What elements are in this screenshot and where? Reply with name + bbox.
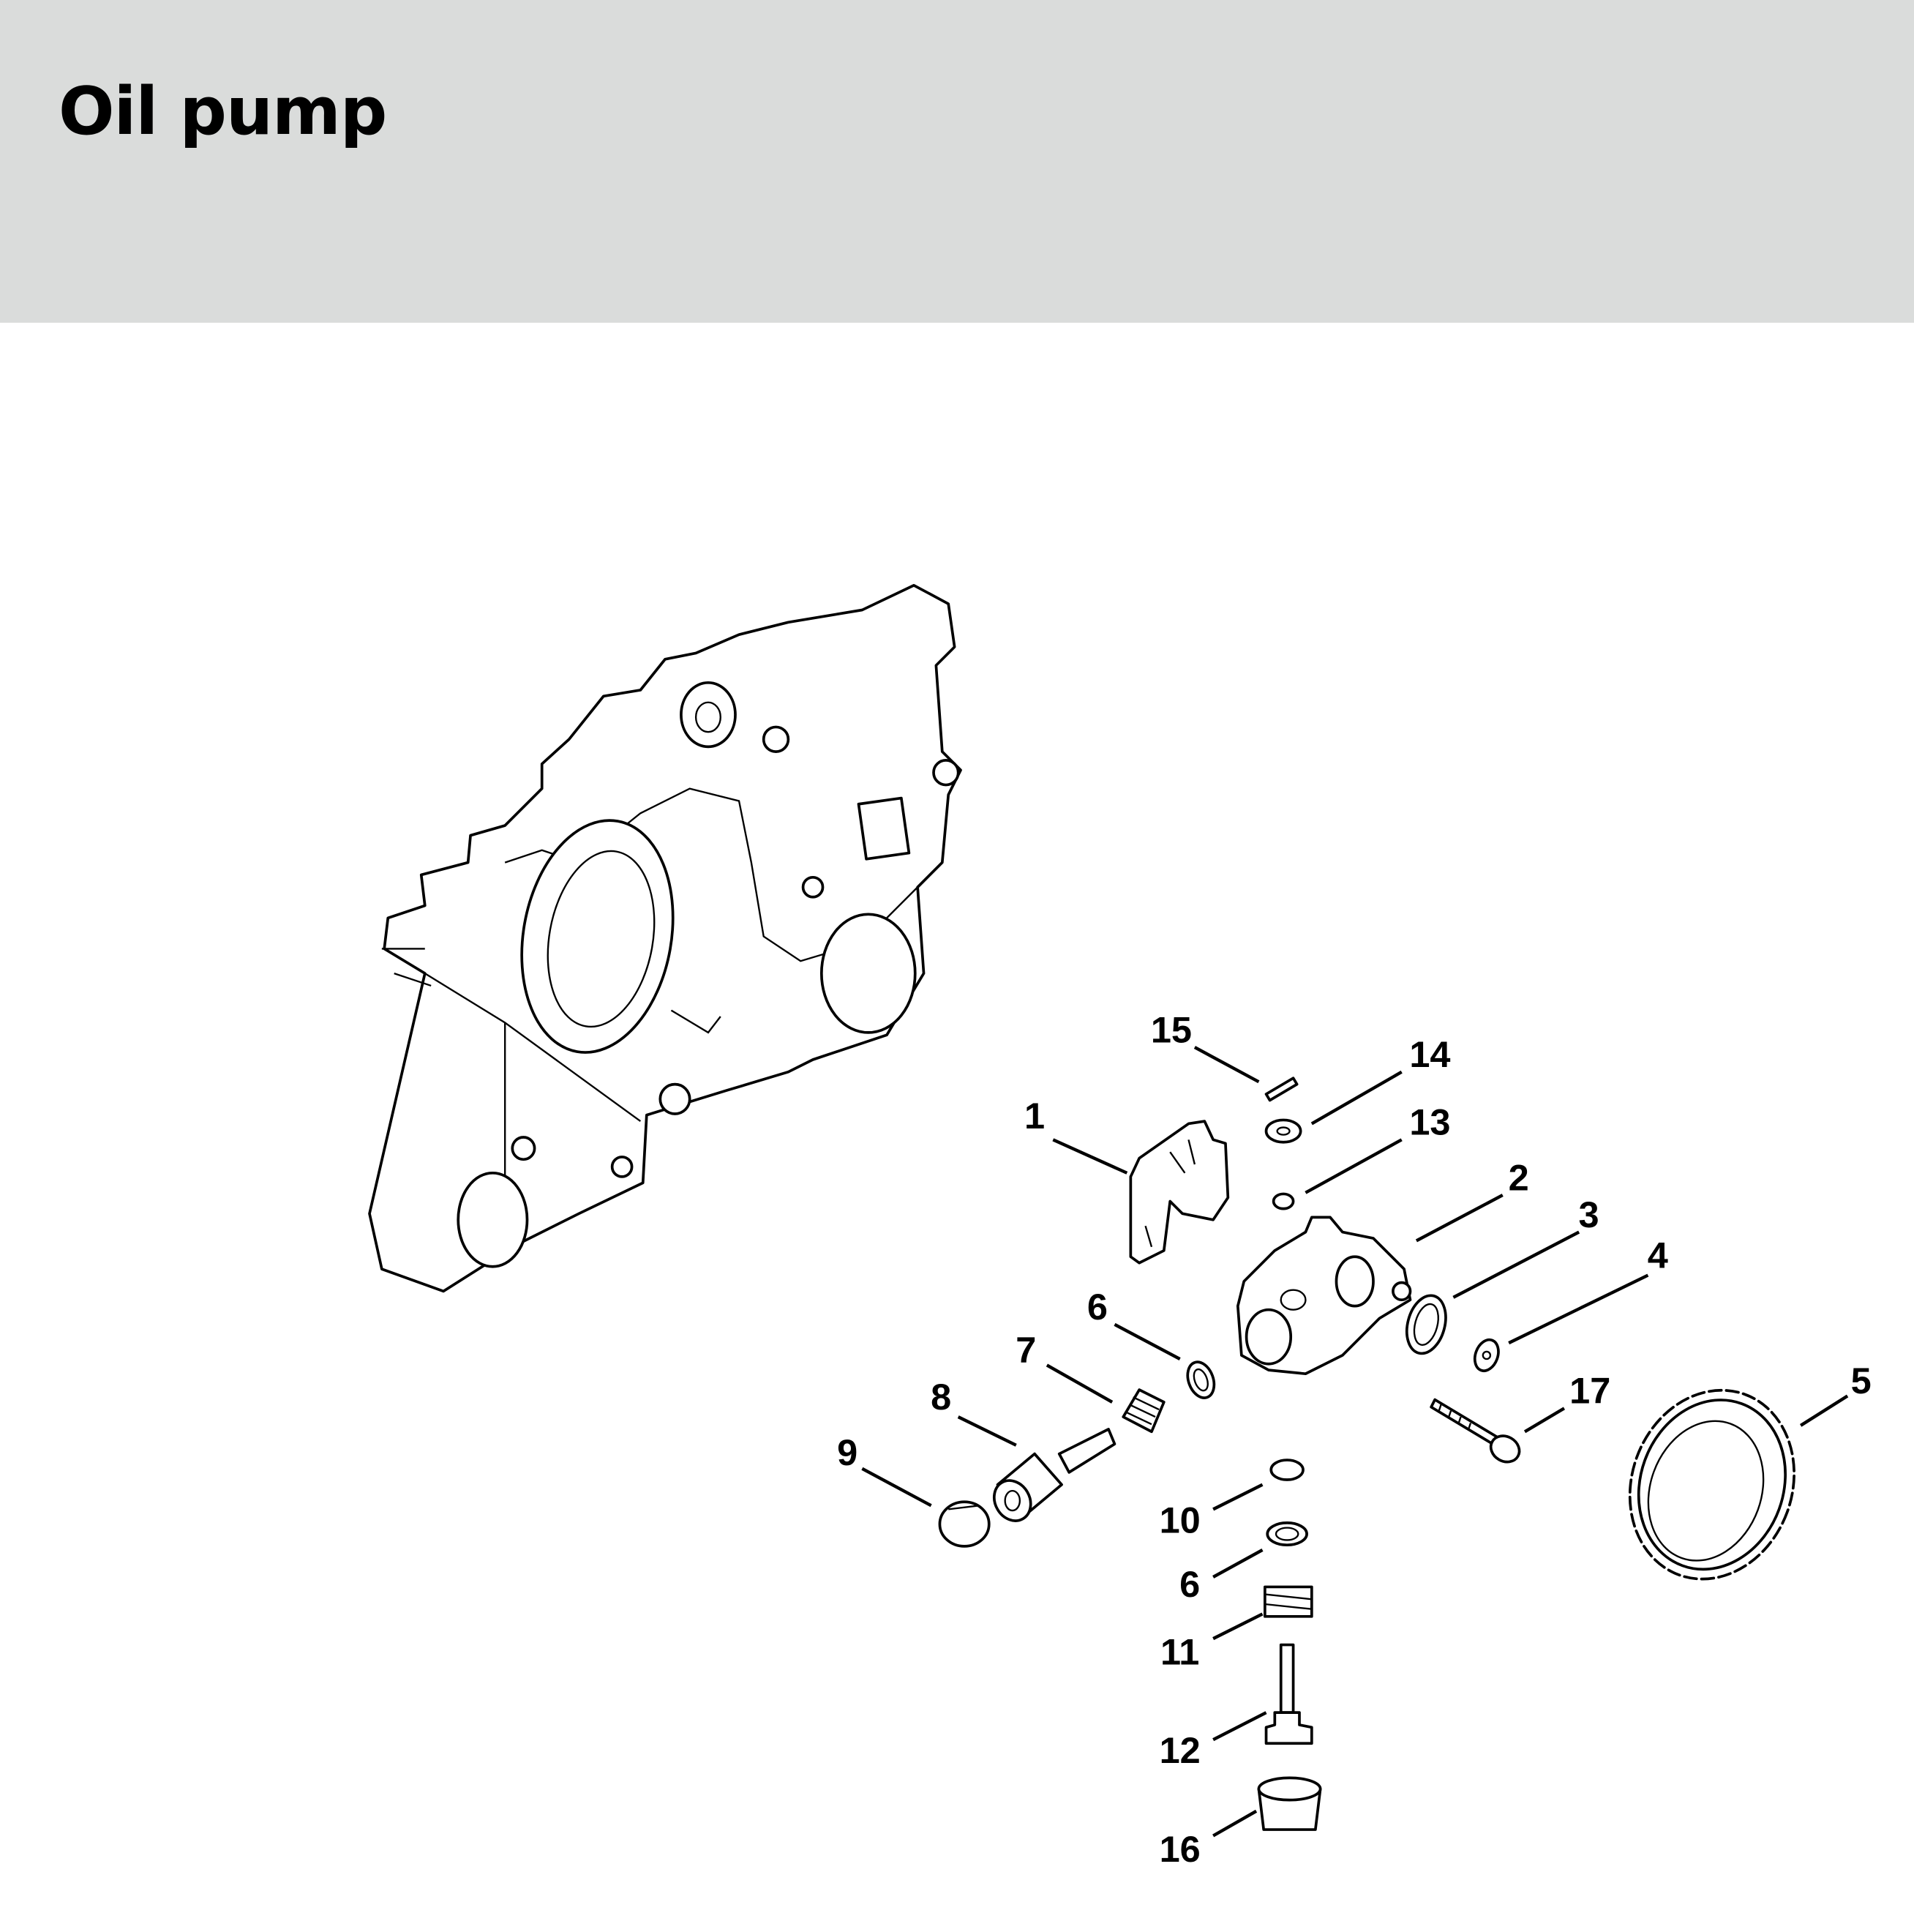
callout-14[interactable]: 14 bbox=[1409, 1033, 1450, 1075]
callout-6-lower[interactable]: 6 bbox=[1179, 1563, 1200, 1605]
callout-15[interactable]: 15 bbox=[1151, 1008, 1192, 1050]
callout-16[interactable]: 16 bbox=[1160, 1828, 1201, 1870]
callout-9[interactable]: 9 bbox=[837, 1431, 857, 1473]
callout-3[interactable]: 3 bbox=[1579, 1194, 1599, 1235]
callout-11[interactable]: 11 bbox=[1160, 1630, 1199, 1672]
crankcase-housing bbox=[368, 583, 962, 1293]
callout-1[interactable]: 1 bbox=[1024, 1095, 1045, 1137]
part-9-plug[interactable] bbox=[938, 1500, 991, 1548]
leader-lines bbox=[861, 1046, 1849, 1838]
part-1-plate[interactable] bbox=[1129, 1120, 1230, 1265]
callout-6[interactable]: 6 bbox=[1087, 1286, 1108, 1328]
part-17-screw[interactable] bbox=[1430, 1398, 1524, 1467]
callout-5[interactable]: 5 bbox=[1851, 1360, 1872, 1401]
callout-17[interactable]: 17 bbox=[1569, 1370, 1610, 1412]
part-6-ring[interactable] bbox=[1183, 1358, 1219, 1401]
header-banner: Oil pump bbox=[0, 0, 1914, 323]
callout-2[interactable]: 2 bbox=[1509, 1156, 1529, 1198]
part-2-oil-pump-body[interactable] bbox=[1236, 1216, 1412, 1376]
callout-12[interactable]: 12 bbox=[1160, 1729, 1201, 1771]
part-6-ring-lower[interactable] bbox=[1266, 1521, 1308, 1547]
part-3-seal-ring[interactable] bbox=[1401, 1291, 1452, 1358]
callout-8[interactable]: 8 bbox=[931, 1376, 951, 1418]
part-16-sleeve[interactable] bbox=[1257, 1776, 1322, 1831]
part-8-worm-shaft[interactable] bbox=[987, 1428, 1116, 1527]
part-4-washer[interactable] bbox=[1471, 1336, 1502, 1374]
part-12-piston[interactable] bbox=[1264, 1643, 1313, 1745]
callout-7[interactable]: 7 bbox=[1016, 1329, 1036, 1371]
part-5-gear[interactable] bbox=[1604, 1367, 1820, 1603]
part-15-pin[interactable] bbox=[1264, 1077, 1299, 1102]
part-14-washer[interactable] bbox=[1264, 1118, 1302, 1144]
part-13-o-ring[interactable] bbox=[1272, 1192, 1295, 1210]
part-10-o-ring[interactable] bbox=[1269, 1459, 1305, 1481]
callout-10[interactable]: 10 bbox=[1160, 1499, 1201, 1540]
part-11-spring[interactable] bbox=[1263, 1585, 1313, 1618]
page-title: Oil pump bbox=[59, 73, 387, 150]
callout-13[interactable]: 13 bbox=[1409, 1101, 1450, 1143]
part-7-spring[interactable] bbox=[1122, 1388, 1166, 1434]
callout-4[interactable]: 4 bbox=[1648, 1234, 1668, 1276]
